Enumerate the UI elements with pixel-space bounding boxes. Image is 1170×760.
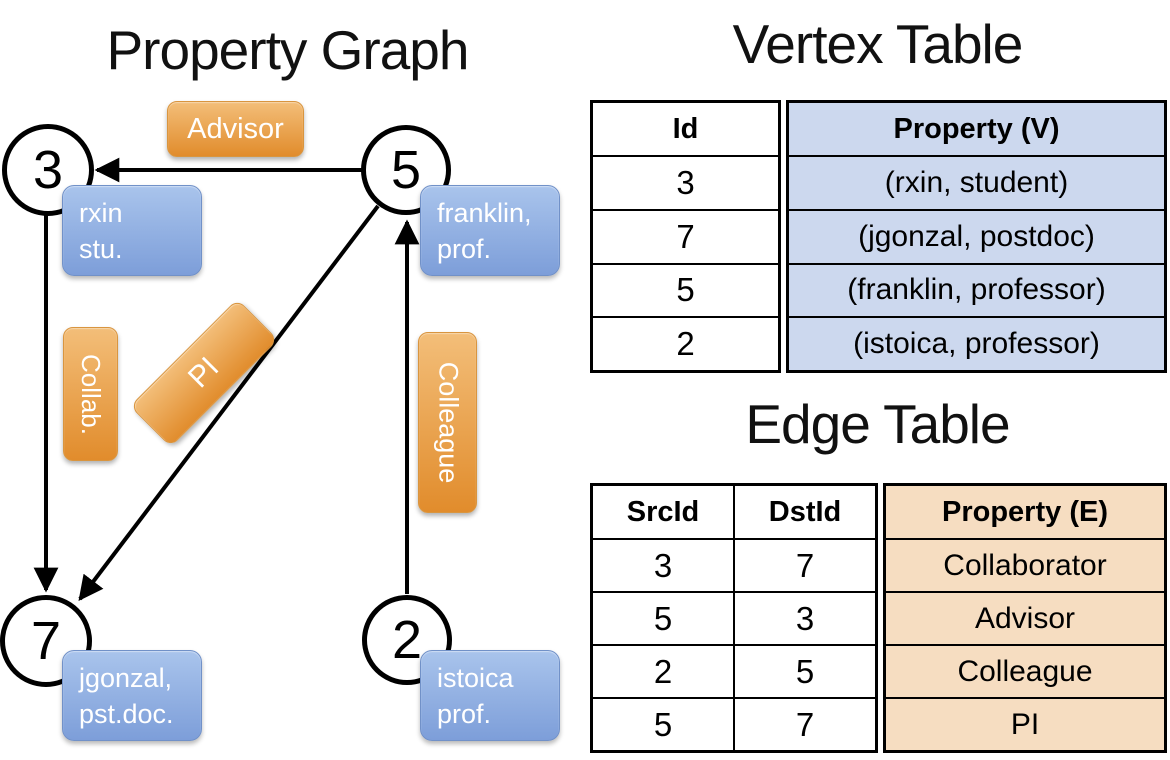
table-row: 5 7	[593, 697, 875, 750]
vertex-property-line: istoica	[437, 663, 514, 693]
table-row: Collaborator	[886, 538, 1164, 591]
table-row: PI	[886, 697, 1164, 750]
table-header-row: SrcId DstId	[593, 486, 875, 538]
dstid-cell: 7	[733, 699, 875, 750]
vertex-table: Id 3 7 5 2 Property (V) (rxin, student)	[590, 100, 1167, 373]
table-row: Advisor	[886, 591, 1164, 644]
edge-label-collab: Collab.	[63, 327, 118, 461]
table-row: 7	[593, 208, 778, 263]
table-row: (rxin, student)	[789, 155, 1164, 209]
vertex-node-id: 5	[390, 140, 422, 200]
vertex-property-line: pst.doc.	[79, 698, 174, 729]
table-row: (jgonzal, postdoc)	[789, 208, 1164, 263]
edge-label-advisor: Advisor	[167, 101, 304, 157]
srcid-cell: 3	[653, 546, 673, 584]
column-header: Id	[672, 112, 699, 145]
vertex-property-line: jgonzal,	[79, 663, 173, 693]
srcid-cell: 5	[653, 705, 673, 743]
vertex-table-property-column: Property (V) (rxin, student) (jgonzal, p…	[786, 100, 1167, 373]
table-row: 5	[593, 262, 778, 317]
table-header-row: Id	[593, 103, 778, 155]
id-cell: 5	[676, 271, 695, 309]
table-row: (franklin, professor)	[789, 262, 1164, 317]
id-cell: 3	[676, 163, 695, 201]
property-cell: Advisor	[974, 601, 1076, 635]
edge-table-title: Edge Table	[745, 393, 1010, 455]
vertex-node-id: 7	[30, 611, 62, 671]
property-cell: Colleague	[957, 654, 1093, 688]
table-row: 2	[593, 316, 778, 370]
column-header: SrcId	[626, 495, 700, 528]
table-row: (istoica, professor)	[789, 316, 1164, 370]
table-row: 3	[593, 155, 778, 209]
id-cell: 2	[676, 325, 695, 363]
property-cell: (franklin, professor)	[847, 273, 1106, 307]
edge-table-id-columns: SrcId DstId 3 7 5 3 2 5 5 7	[590, 483, 878, 753]
srcid-cell: 2	[653, 652, 673, 690]
property-cell: (jgonzal, postdoc)	[858, 219, 1095, 253]
edge-label-text: PI	[181, 350, 226, 395]
edge-label-text: Advisor	[187, 112, 284, 145]
vertex-node-3: 3	[2, 124, 94, 216]
vertex-node-id: 2	[391, 610, 423, 670]
edge-label-colleague: Colleague	[418, 332, 477, 513]
vertex-node-id: 3	[32, 140, 64, 200]
vertex-property-line: prof.	[437, 698, 492, 729]
vertex-property-box-istoica: istoica prof.	[420, 650, 560, 741]
srcid-cell: 5	[653, 599, 673, 637]
property-cell: (rxin, student)	[884, 165, 1069, 199]
column-header: DstId	[733, 486, 875, 538]
edge-table: SrcId DstId 3 7 5 3 2 5 5 7 Property (E)	[590, 483, 1167, 753]
vertex-property-line: prof.	[437, 233, 492, 264]
column-header: Property (E)	[942, 495, 1108, 528]
vertex-table-title: Vertex Table	[732, 13, 1024, 75]
dstid-cell: 5	[733, 646, 875, 697]
edge-pi-5-to-7	[78, 204, 380, 601]
id-cell: 7	[676, 217, 695, 255]
vertex-property-box-rxin: rxin stu.	[62, 185, 202, 276]
dstid-cell: 3	[733, 593, 875, 644]
dstid-cell: 7	[733, 540, 875, 591]
table-row: Colleague	[886, 644, 1164, 697]
edge-label-text: Colleague	[433, 361, 463, 484]
table-row: 2 5	[593, 644, 875, 697]
vertex-property-line: stu.	[79, 233, 123, 264]
column-header: Property (V)	[893, 112, 1060, 145]
vertex-table-id-column: Id 3 7 5 2	[590, 100, 781, 373]
property-cell: Collaborator	[943, 548, 1107, 582]
edge-label-text: Collab.	[76, 353, 106, 435]
vertex-property-line: franklin,	[437, 198, 532, 228]
property-cell: (istoica, professor)	[853, 327, 1100, 361]
edge-table-property-column: Property (E) Collaborator Advisor Collea…	[883, 483, 1167, 753]
table-header-row: Property (E)	[886, 486, 1164, 538]
table-row: 3 7	[593, 538, 875, 591]
property-graph-title: Property Graph	[106, 19, 469, 81]
property-cell: PI	[1010, 707, 1040, 741]
vertex-property-box-jgonzal: jgonzal, pst.doc.	[62, 650, 202, 741]
vertex-property-line: rxin	[79, 198, 123, 228]
table-header-row: Property (V)	[789, 103, 1164, 155]
vertex-property-box-franklin: franklin, prof.	[420, 185, 560, 276]
table-row: 5 3	[593, 591, 875, 644]
